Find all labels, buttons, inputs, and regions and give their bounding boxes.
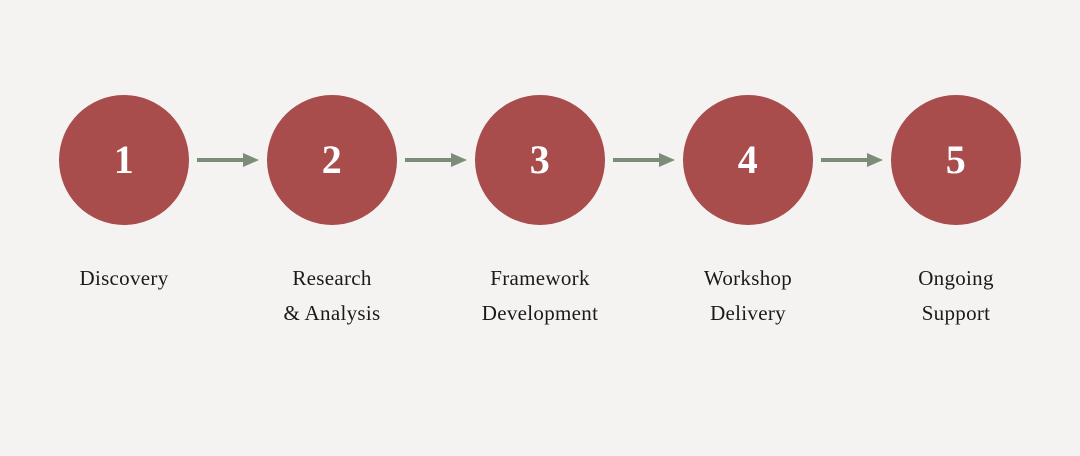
step-label-3: Framework Development — [482, 261, 598, 331]
step-label-4-line-1: Workshop — [703, 266, 793, 290]
step-label-1-line-1: Discovery — [79, 266, 169, 290]
arrow-right-icon — [821, 153, 883, 167]
process-connector-4 — [813, 95, 891, 225]
process-connector-1 — [189, 95, 267, 225]
step-label-5: Ongoing Support — [918, 261, 994, 331]
step-circle-3[interactable]: 3 — [475, 95, 605, 225]
arrow-right-icon — [405, 153, 467, 167]
process-step-2[interactable]: 2 Research & Analysis — [267, 95, 397, 331]
process-steps-row: 1 Discovery 2 Research & Analysis — [0, 95, 1080, 331]
process-step-5[interactable]: 5 Ongoing Support — [891, 95, 1021, 331]
process-connector-3 — [605, 95, 683, 225]
step-label-5-line-1: Ongoing — [918, 266, 994, 290]
step-label-2: Research & Analysis — [284, 261, 381, 331]
arrow-right-icon — [197, 153, 259, 167]
step-label-4-line-2: Delivery — [710, 301, 786, 325]
process-connector-2 — [397, 95, 475, 225]
step-number-4: 4 — [737, 137, 759, 182]
process-step-4[interactable]: 4 Workshop Delivery — [683, 95, 813, 331]
step-label-3-line-2: Development — [481, 301, 599, 325]
step-label-4: Workshop Delivery — [704, 261, 792, 331]
step-circle-1[interactable]: 1 — [59, 95, 189, 225]
arrow-right-icon — [613, 153, 675, 167]
step-circle-4[interactable]: 4 — [683, 95, 813, 225]
step-circle-2[interactable]: 2 — [267, 95, 397, 225]
step-number-2: 2 — [321, 137, 343, 182]
process-step-1[interactable]: 1 Discovery — [59, 95, 189, 296]
step-circle-5[interactable]: 5 — [891, 95, 1021, 225]
step-label-1: Discovery — [79, 261, 168, 296]
step-label-3-line-1: Framework — [490, 266, 590, 290]
step-number-5: 5 — [945, 137, 967, 182]
step-number-1: 1 — [113, 137, 135, 182]
step-label-2-line-1: Research — [292, 266, 372, 290]
step-number-3: 3 — [529, 137, 551, 182]
step-label-5-line-2: Support — [921, 301, 991, 325]
process-step-3[interactable]: 3 Framework Development — [475, 95, 605, 331]
step-label-2-line-2: & Analysis — [283, 301, 381, 325]
